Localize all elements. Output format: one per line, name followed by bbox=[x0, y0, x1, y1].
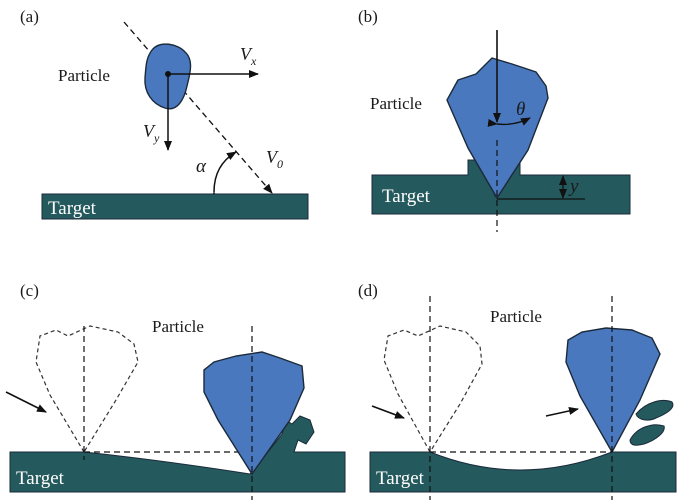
target-a-label: Target bbox=[48, 198, 97, 219]
panel-b-tag: (b) bbox=[358, 7, 378, 26]
panel-b: (b) Particle Target θ y bbox=[358, 7, 631, 232]
ghost-particle-c bbox=[35, 325, 139, 454]
impact-arrow-d bbox=[371, 405, 405, 419]
alpha-label: α bbox=[196, 156, 207, 177]
panel-d: (d) Particle Target bbox=[358, 281, 677, 500]
target-d-label: Target bbox=[376, 468, 425, 489]
debris-fragment-2 bbox=[629, 424, 665, 446]
impact-arrow-c bbox=[5, 391, 47, 413]
v0-label: V0 bbox=[266, 147, 283, 171]
panel-a: (a) Particle Vx Vy V0 α Target bbox=[20, 7, 309, 220]
panel-b-particle-label: Particle bbox=[370, 94, 422, 113]
panel-a-tag: (a) bbox=[20, 7, 39, 26]
particle-b-shape bbox=[446, 57, 549, 200]
panel-c: (c) Particle Target bbox=[5, 281, 346, 500]
target-a bbox=[41, 193, 309, 220]
panel-c-particle-label: Particle bbox=[152, 317, 204, 336]
vy-label: Vy bbox=[143, 121, 160, 145]
target-d bbox=[369, 451, 677, 493]
particle-c-shape bbox=[203, 351, 305, 476]
panel-d-tag: (d) bbox=[358, 281, 378, 300]
theta-arc bbox=[487, 117, 531, 127]
target-c-label: Target bbox=[16, 468, 65, 489]
alpha-arc bbox=[209, 151, 237, 202]
particle-d-shape bbox=[565, 327, 661, 454]
panel-c-tag: (c) bbox=[20, 281, 39, 300]
debris-fragment-1 bbox=[635, 400, 674, 421]
trajectory-line bbox=[123, 21, 273, 194]
panel-a-particle-label: Particle bbox=[58, 66, 110, 85]
ghost-particle-d bbox=[383, 325, 483, 454]
theta-label: θ bbox=[516, 99, 525, 120]
impact-arrow-d2 bbox=[545, 407, 579, 417]
target-b-label: Target bbox=[382, 186, 431, 207]
panel-d-particle-label: Particle bbox=[490, 307, 542, 326]
depth-y-label: y bbox=[568, 176, 579, 197]
vx-label: Vx bbox=[240, 44, 257, 68]
